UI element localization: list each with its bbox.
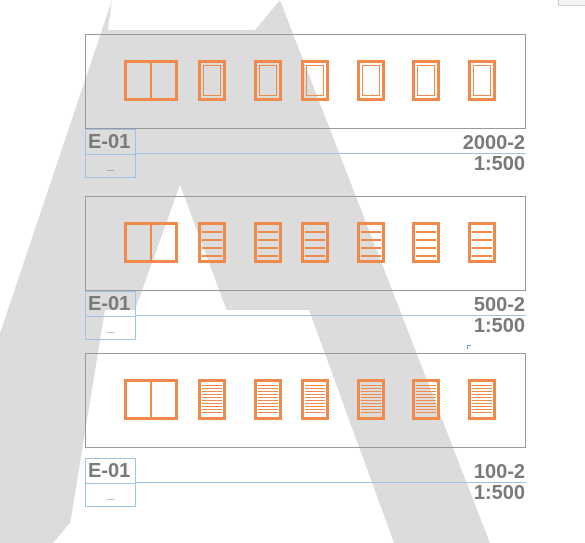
double-window [124,222,178,263]
window [254,60,282,101]
scale-label: 1:500 [473,315,525,337]
louver-window [198,222,226,263]
louver-window [357,222,385,263]
tag-box-3[interactable]: E-01 _ [85,458,136,507]
window [357,60,385,101]
louver-window [301,222,329,263]
louver-window [468,222,496,263]
reference-code: 2000-2 [462,132,525,154]
tag-sub: _ [107,486,115,501]
leader-line [136,482,526,483]
fine-louver-window [254,379,282,420]
corner-tab [558,0,585,6]
reference-code: 500-2 [473,294,525,316]
tag-code: E-01 [88,131,131,153]
elevation-panel-2[interactable] [85,196,526,291]
leader-line [136,153,526,154]
window [301,60,329,101]
fine-louver-window [412,379,440,420]
reference-code: 100-2 [473,461,525,483]
insertion-point-marker [467,345,471,349]
double-window [124,379,178,420]
tag-box-2[interactable]: E-01 _ [85,291,136,340]
leader-line [136,315,526,316]
tag-box-1[interactable]: E-01 _ [85,129,136,178]
fine-louver-window [198,379,226,420]
fine-louver-window [301,379,329,420]
elevation-panel-3[interactable] [85,353,526,448]
elevation-panel-1[interactable] [85,34,526,129]
fine-louver-window [357,379,385,420]
tag-code: E-01 [88,460,131,482]
window [468,60,496,101]
fine-louver-window [468,379,496,420]
scale-label: 1:500 [473,153,525,175]
double-window [124,60,178,101]
scale-label: 1:500 [473,482,525,504]
window [412,60,440,101]
louver-window [412,222,440,263]
louver-window [254,222,282,263]
tag-sub: _ [107,157,115,172]
tag-sub: _ [107,319,115,334]
window [198,60,226,101]
tag-code: E-01 [88,293,131,315]
